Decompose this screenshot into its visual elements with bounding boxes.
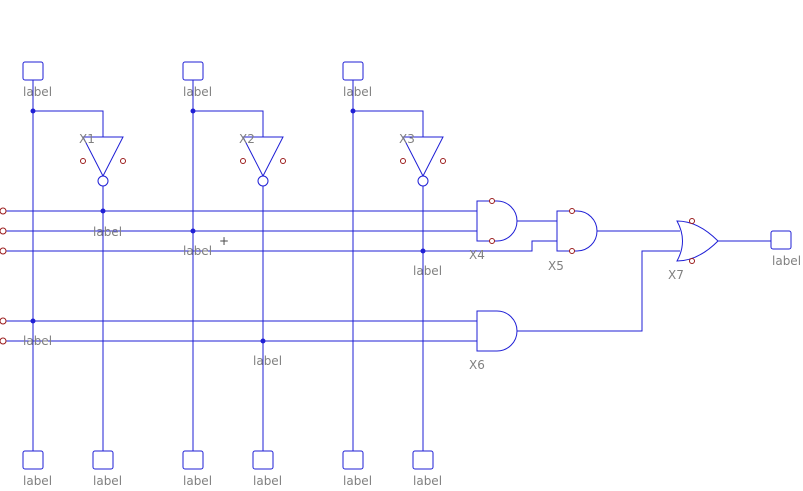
power-pin[interactable] — [440, 158, 446, 164]
power-pin[interactable] — [569, 208, 575, 214]
label-net-5: label — [253, 354, 282, 368]
power-pin[interactable] — [689, 218, 695, 224]
wire-row-3[interactable] — [5, 240, 557, 252]
left-pin-4[interactable] — [0, 317, 7, 325]
inverter-body — [82, 136, 124, 178]
wire-b-to-x2[interactable] — [193, 110, 264, 137]
left-pin-1[interactable] — [0, 207, 7, 215]
inverter-body — [242, 136, 284, 178]
inverter-body — [402, 136, 444, 178]
power-pin[interactable] — [489, 238, 495, 244]
label-in-c: label — [343, 85, 372, 99]
output-port-b[interactable] — [182, 450, 204, 470]
inverter-x3[interactable] — [400, 136, 446, 187]
junction-dot — [420, 248, 426, 254]
and-gate-x6[interactable] — [476, 310, 518, 352]
junction-dot — [30, 318, 36, 324]
inverter-bubble — [417, 175, 429, 187]
gate-name-x1: X1 — [79, 132, 95, 146]
and-gate-body — [476, 200, 518, 242]
inverter-bubble — [97, 175, 109, 187]
wire-a-to-x1[interactable] — [33, 110, 104, 137]
or-gate-body — [676, 220, 719, 262]
gate-name-x3: X3 — [399, 132, 415, 146]
crosshair-cursor: + — [219, 234, 229, 248]
label-in-a: label — [23, 85, 52, 99]
inverter-x2[interactable] — [240, 136, 286, 187]
junction-dot — [100, 208, 106, 214]
label-out-na: label — [93, 474, 122, 488]
power-pin[interactable] — [120, 158, 126, 164]
inverter-x1[interactable] — [80, 136, 126, 187]
left-pin-2[interactable] — [0, 227, 7, 235]
power-pin[interactable] — [489, 198, 495, 204]
power-pin[interactable] — [569, 248, 575, 254]
power-pin[interactable] — [400, 158, 406, 164]
label-net-2: label — [183, 244, 212, 258]
power-pin[interactable] — [240, 158, 246, 164]
input-port-a[interactable] — [22, 61, 44, 81]
input-port-b[interactable] — [182, 61, 204, 81]
label-out-b: label — [183, 474, 212, 488]
output-port-y[interactable] — [770, 230, 792, 250]
label-out-c: label — [343, 474, 372, 488]
label-y-out: label — [772, 254, 801, 268]
label-out-nb: label — [253, 474, 282, 488]
power-pin[interactable] — [689, 258, 695, 264]
or-gate-x7[interactable] — [676, 218, 719, 264]
gate-name-x5: X5 — [548, 259, 564, 273]
gate-name-x6: X6 — [469, 358, 485, 372]
label-net-1: label — [93, 225, 122, 239]
and-gate-body — [556, 210, 598, 252]
label-net-4: label — [23, 334, 52, 348]
junction-dot — [260, 338, 266, 344]
wire-c-to-x3[interactable] — [353, 110, 424, 137]
label-out-a: label — [23, 474, 52, 488]
gate-name-x2: X2 — [239, 132, 255, 146]
label-out-nc: label — [413, 474, 442, 488]
and-gate-x5[interactable] — [556, 208, 598, 254]
and-gate-x4[interactable] — [476, 198, 518, 244]
left-pin-3[interactable] — [0, 247, 7, 255]
output-port-a[interactable] — [22, 450, 44, 470]
output-port-nc[interactable] — [412, 450, 434, 470]
and-gate-body — [476, 310, 518, 352]
junction-dot — [190, 228, 196, 234]
input-port-c[interactable] — [342, 61, 364, 81]
junction-dot — [190, 108, 196, 114]
junction-dot — [350, 108, 356, 114]
label-net-3: label — [413, 264, 442, 278]
gate-name-x4: X4 — [469, 248, 485, 262]
output-port-na[interactable] — [92, 450, 114, 470]
gate-name-x7: X7 — [668, 268, 684, 282]
output-port-nb[interactable] — [252, 450, 274, 470]
inverter-bubble — [257, 175, 269, 187]
power-pin[interactable] — [80, 158, 86, 164]
output-port-c[interactable] — [342, 450, 364, 470]
label-in-b: label — [183, 85, 212, 99]
junction-dot — [30, 108, 36, 114]
left-pin-5[interactable] — [0, 337, 7, 345]
wire-x6-to-x7[interactable] — [517, 250, 680, 332]
power-pin[interactable] — [280, 158, 286, 164]
